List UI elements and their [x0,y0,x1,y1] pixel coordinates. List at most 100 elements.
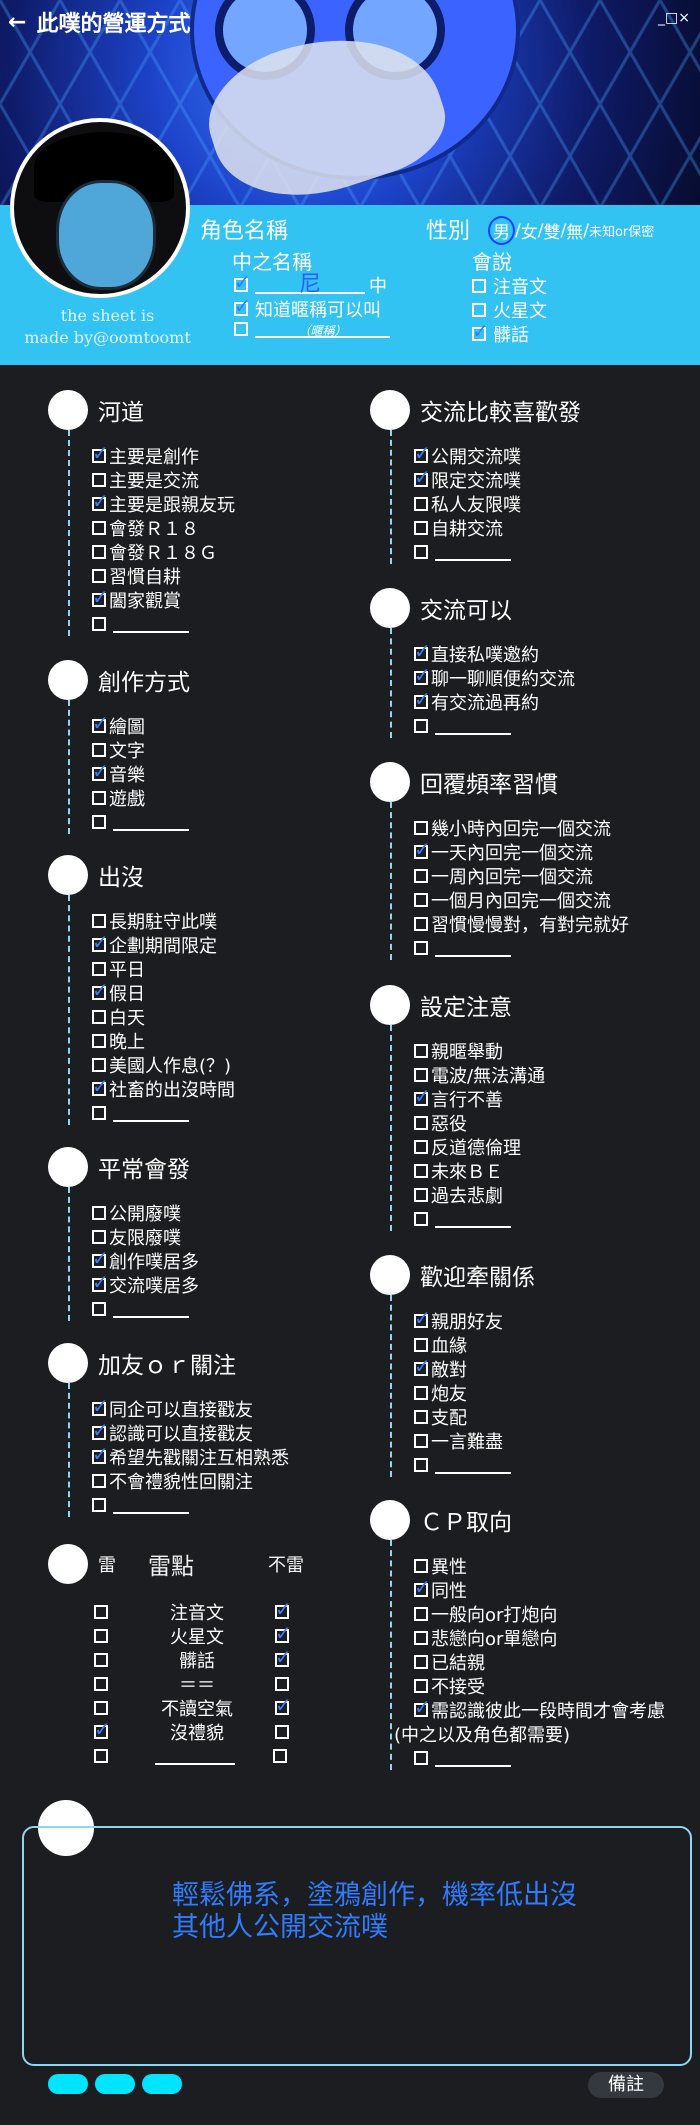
blank-field[interactable] [113,813,189,831]
checkbox[interactable] [414,1386,428,1400]
checkbox[interactable] [92,617,106,631]
mid-option-3[interactable]: （暱稱） [234,320,390,338]
option-row[interactable]: 一周內回完一個交流 [414,864,670,888]
checkbox[interactable] [414,1575,431,1599]
option-row[interactable]: 假日 [92,978,348,1005]
ok-checkbox[interactable] [275,1621,292,1645]
checkbox[interactable] [414,1458,428,1472]
option-row[interactable]: 不接受 [414,1674,670,1698]
gender-unknown[interactable]: 未知or保密 [588,225,655,240]
checkbox[interactable] [92,1498,106,1512]
option-row[interactable]: 同企可以直接戳友 [92,1394,348,1421]
ok-checkbox[interactable] [275,1725,289,1739]
option-row[interactable]: 主要是交流 [92,468,348,492]
checkbox[interactable] [92,1034,106,1048]
mine-row[interactable]: 髒話 [48,1645,348,1672]
pill-3[interactable] [142,2074,182,2094]
option-row[interactable]: 主要是跟親友玩 [92,489,348,516]
option-row[interactable]: 悲戀向or單戀向 [414,1626,670,1650]
checkbox[interactable] [92,545,106,559]
memo-button[interactable]: 備註 [588,2072,664,2098]
option-row[interactable]: 親暱舉動 [414,1039,670,1063]
mine-checkbox[interactable] [94,1629,108,1643]
option-row[interactable]: 直接私噗邀約 [414,639,670,666]
option-row[interactable]: 認識可以直接戳友 [92,1418,348,1445]
option-row[interactable]: 習慣慢慢對，有對完就好 [414,912,670,936]
gender-none[interactable]: 無 [566,223,584,243]
option-row[interactable] [414,714,670,738]
option-row[interactable] [92,810,348,834]
mine-checkbox[interactable] [94,1677,108,1691]
speech-checkbox-2[interactable] [472,303,486,317]
checkbox[interactable] [414,1084,431,1108]
arrow-left-icon[interactable]: ← [8,9,27,35]
option-row[interactable]: 同性 [414,1575,670,1602]
checkbox[interactable] [92,1106,106,1120]
mid-checkbox-1[interactable] [234,270,251,294]
option-row[interactable]: 敵對 [414,1354,670,1381]
checkbox[interactable] [92,1394,109,1418]
mine-checkbox[interactable] [94,1749,108,1763]
option-row[interactable]: 聊一聊順便約交流 [414,663,670,690]
checkbox[interactable] [92,791,106,805]
checkbox[interactable] [414,1434,428,1448]
checkbox[interactable] [414,1140,428,1154]
option-row[interactable]: 不會禮貌性回關注 [92,1469,348,1493]
checkbox[interactable] [92,585,109,609]
checkbox[interactable] [92,815,106,829]
checkbox[interactable] [92,569,106,583]
ok-checkbox[interactable] [275,1693,292,1717]
gender-both[interactable]: 雙 [543,223,561,243]
blank-field[interactable] [113,1104,189,1122]
option-row[interactable] [92,1297,348,1321]
option-row[interactable]: 美國人作息(？) [92,1053,348,1077]
option-row[interactable] [92,1101,348,1125]
checkbox[interactable] [414,1212,428,1226]
checkbox[interactable] [414,441,431,465]
option-row[interactable]: 一言難盡 [414,1429,670,1453]
option-row[interactable] [414,1453,670,1477]
option-row[interactable]: 過去悲劇 [414,1183,670,1207]
checkbox[interactable] [414,639,431,663]
blank-field[interactable] [435,1210,511,1228]
option-row[interactable] [92,1493,348,1517]
checkbox[interactable] [92,1074,109,1098]
option-row[interactable]: 有交流過再約 [414,687,670,714]
checkbox[interactable] [414,1655,428,1669]
checkbox[interactable] [414,1354,431,1378]
mine-row[interactable]: 沒禮貌 [48,1717,348,1744]
checkbox[interactable] [414,1188,428,1202]
option-row[interactable]: 晚上 [92,1029,348,1053]
checkbox[interactable] [414,1607,428,1621]
mid-checkbox-3[interactable] [234,322,248,336]
checkbox[interactable] [92,711,109,735]
option-row[interactable]: 社畜的出沒時間 [92,1074,348,1101]
checkbox[interactable] [414,941,428,955]
window-controls[interactable]: _□× [658,10,690,26]
checkbox[interactable] [92,473,106,487]
checkbox[interactable] [92,759,109,783]
mine-checkbox[interactable] [94,1653,108,1667]
option-row[interactable]: 主要是創作 [92,441,348,468]
checkbox[interactable] [414,1068,428,1082]
note-box[interactable] [22,1826,692,2066]
option-row[interactable]: 會發Ｒ１８ [92,516,348,540]
checkbox[interactable] [92,1302,106,1316]
checkbox[interactable] [92,441,109,465]
blank-field[interactable] [435,939,511,957]
checkbox[interactable] [92,521,106,535]
option-row[interactable]: 會發Ｒ１８Ｇ [92,540,348,564]
option-row[interactable]: 親朋好友 [414,1306,670,1333]
option-row[interactable]: (中之以及角色都需要) [394,1722,670,1746]
option-row[interactable] [414,1746,670,1770]
speech-checkbox-3[interactable] [472,319,489,343]
checkbox[interactable] [414,917,428,931]
option-row[interactable]: 已結親 [414,1650,670,1674]
option-row[interactable]: 繪圖 [92,711,348,738]
option-row[interactable]: 支配 [414,1405,670,1429]
option-row[interactable] [414,540,670,564]
checkbox[interactable] [92,1474,106,1488]
option-row[interactable]: 交流噗居多 [92,1270,348,1297]
checkbox[interactable] [92,1418,109,1442]
mine-row[interactable]: 火星文 [48,1621,348,1648]
